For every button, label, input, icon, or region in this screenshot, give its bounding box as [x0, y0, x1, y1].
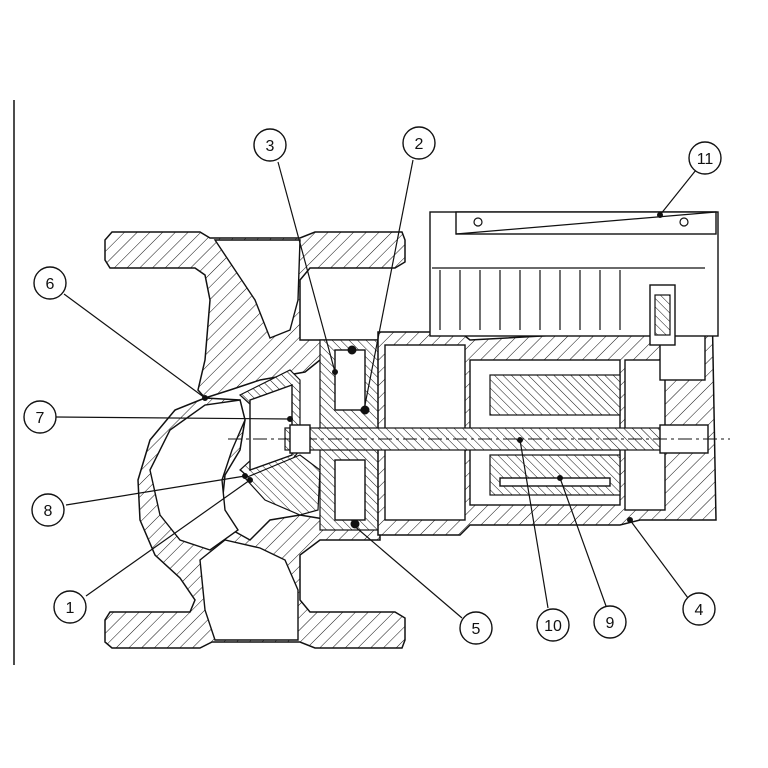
callout-3: 3	[253, 128, 287, 162]
svg-text:5: 5	[472, 621, 481, 638]
leader-8	[65, 475, 246, 506]
leader-7	[55, 416, 291, 420]
cooling-fins	[432, 267, 705, 330]
svg-text:2: 2	[415, 136, 424, 153]
svg-text:10: 10	[544, 618, 562, 635]
leader-1	[85, 479, 251, 597]
terminal-box	[429, 211, 719, 346]
callout-11: 11	[688, 141, 722, 175]
callout-5: 5	[459, 611, 493, 645]
svg-text:6: 6	[46, 276, 55, 293]
callout-6: 6	[33, 266, 67, 300]
svg-text:9: 9	[606, 615, 615, 632]
svg-text:3: 3	[266, 138, 275, 155]
shaft	[228, 424, 730, 454]
callout-10: 10	[536, 608, 570, 642]
leader-lines	[55, 159, 697, 619]
leader-9	[559, 477, 607, 607]
leader-4	[629, 519, 689, 599]
impeller	[238, 369, 321, 516]
leader-6	[63, 293, 206, 399]
svg-text:8: 8	[44, 503, 53, 520]
svg-text:1: 1	[66, 600, 75, 617]
leader-11	[659, 169, 697, 216]
leader-10	[519, 439, 549, 609]
leader-2	[363, 159, 414, 411]
callout-4: 4	[682, 592, 716, 626]
svg-text:4: 4	[695, 602, 704, 619]
callout-8: 8	[31, 493, 65, 527]
callout-2: 2	[402, 126, 436, 160]
callout-7: 7	[23, 400, 57, 434]
callout-9: 9	[593, 605, 627, 639]
leader-5	[351, 523, 463, 619]
leader-3	[277, 161, 336, 373]
svg-text:11: 11	[697, 151, 714, 168]
callout-1: 1	[53, 590, 87, 624]
svg-text:7: 7	[36, 410, 45, 427]
